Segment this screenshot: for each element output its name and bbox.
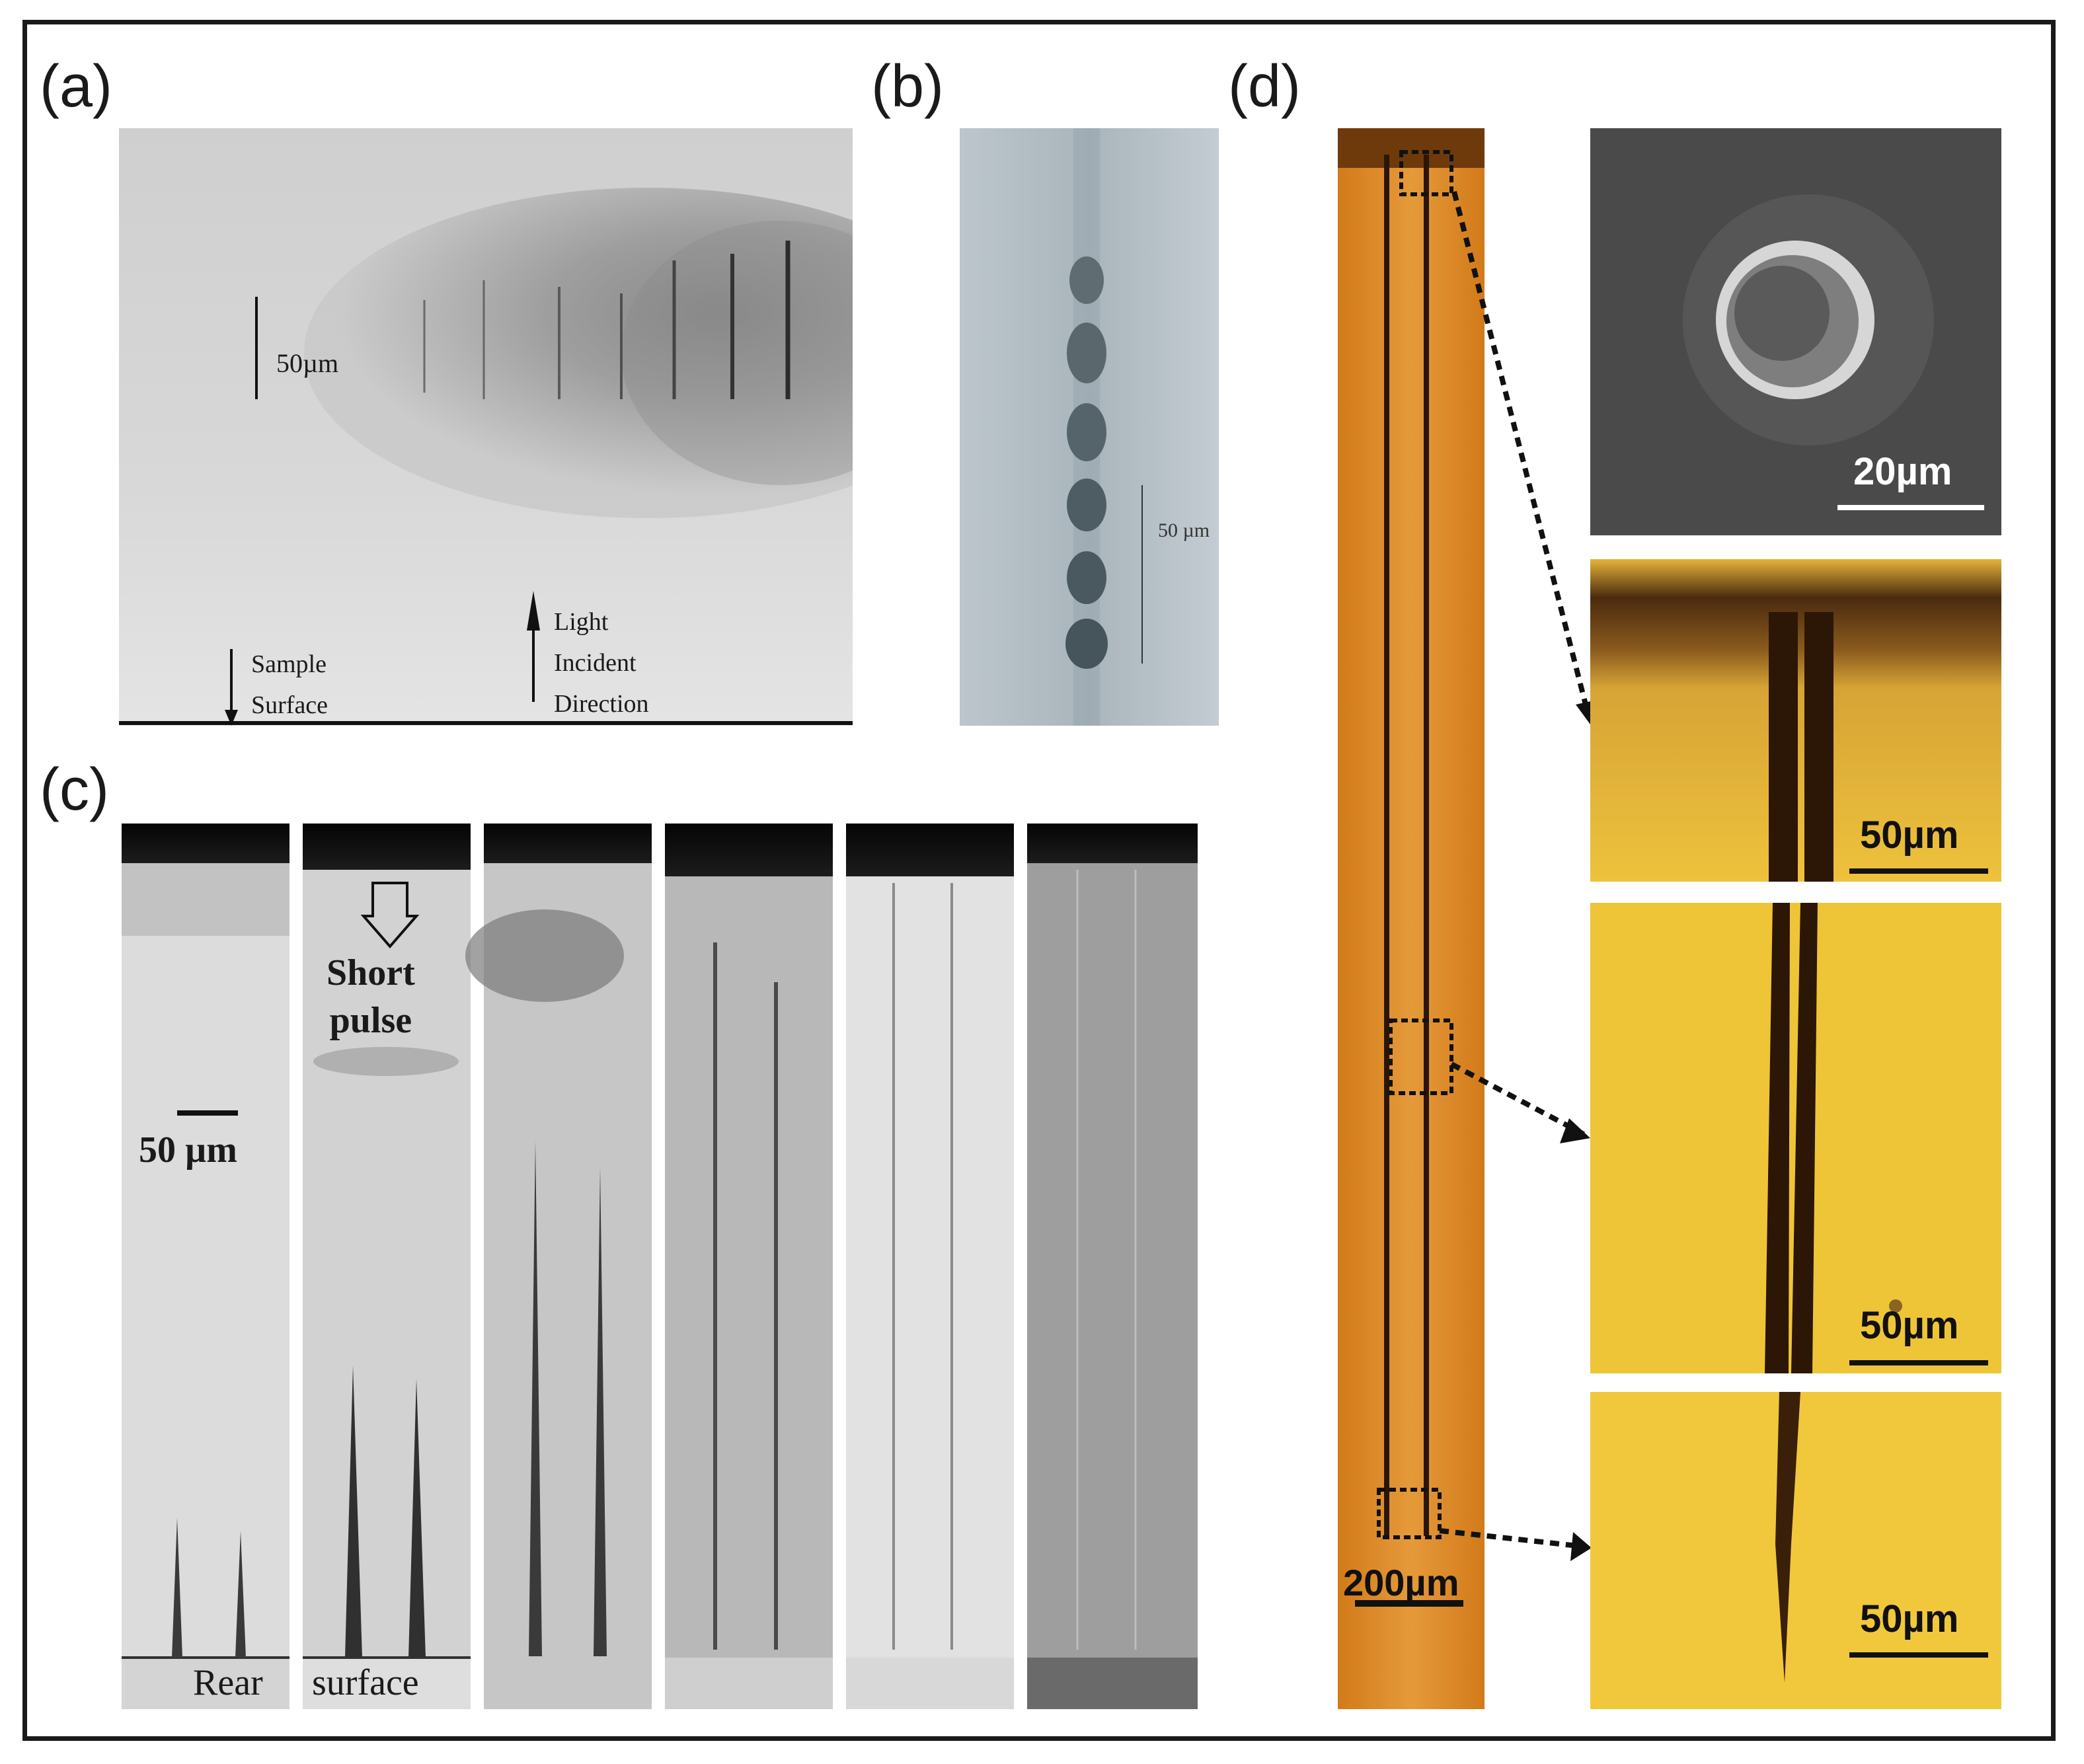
panel-label-b: (b) xyxy=(871,54,944,120)
panel-d-sem-image: 20µm xyxy=(1590,128,2001,535)
figure-frame xyxy=(22,20,2056,1741)
panel-d-main-scale-label: 200µm xyxy=(1343,1562,1459,1603)
panel-d-main-image: 200µm xyxy=(1338,128,1485,1709)
panel-c-bottom-label-rear: Rear xyxy=(193,1662,263,1703)
panel-a-image: 50µm Sample Surface Light Incident Direc… xyxy=(119,128,853,726)
panel-d-inset-top-scale-label: 50µm xyxy=(1860,814,1959,857)
panel-label-c: (c) xyxy=(40,757,109,823)
panel-b-image: 50 µm xyxy=(960,128,1219,726)
panel-label-a: (a) xyxy=(40,54,112,120)
panel-label-d: (d) xyxy=(1228,54,1301,120)
panel-c-short-pulse-annotation: Short pulse xyxy=(327,952,415,1041)
panel-d-sem-scale-label: 20µm xyxy=(1853,450,1952,493)
panel-c-image: Short pulse 50 µm Rear surface xyxy=(122,824,1198,1709)
panel-d-inset-middle-scale-label: 50µm xyxy=(1860,1304,1959,1347)
panel-a-scale-label: 50µm xyxy=(276,348,339,378)
panel-b-scale-label: 50 µm xyxy=(1158,519,1210,541)
panel-c-bottom-label-surface: surface xyxy=(312,1662,419,1703)
panel-a-sample-surface-label: Sample Surface xyxy=(251,650,328,719)
panel-d-inset-bottom: 50µm xyxy=(1590,1392,2001,1709)
panel-d-inset-middle: 50µm xyxy=(1590,903,2001,1373)
panel-d-inset-top: 50µm xyxy=(1590,559,2001,882)
panel-d-inset-bottom-scale-label: 50µm xyxy=(1860,1597,1959,1640)
panel-c-scale-label: 50 µm xyxy=(139,1130,237,1170)
panel-a-light-direction-label: Light Incident Direction xyxy=(554,608,649,718)
